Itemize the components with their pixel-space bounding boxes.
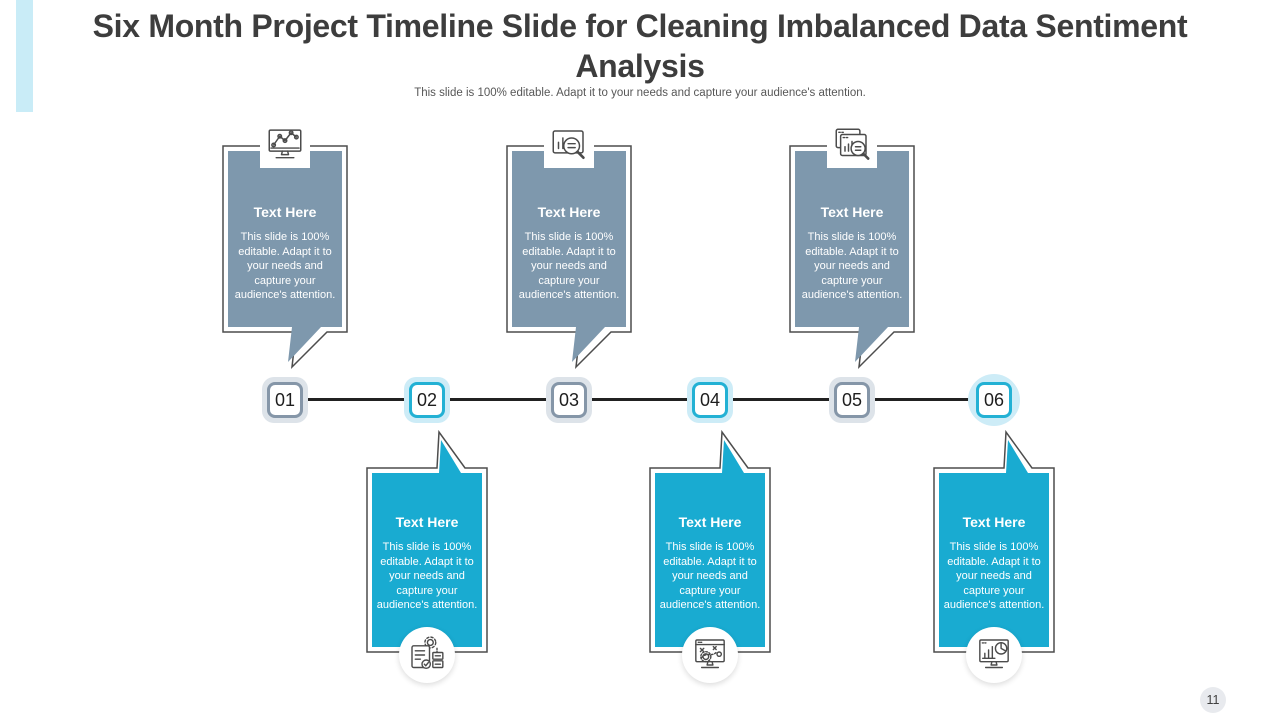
page-number-badge: 11	[1200, 687, 1226, 713]
slide-title: Six Month Project Timeline Slide for Cle…	[92, 8, 1188, 84]
report-search-icon	[552, 129, 585, 159]
speech-bubble-shape	[506, 145, 632, 370]
callout-01[interactable]: Text Here This slide is 100% editable. A…	[222, 120, 348, 370]
callout-body: This slide is 100% editable. Adapt it to…	[518, 231, 620, 302]
browser-analytics-search-icon	[835, 128, 870, 160]
callout-title: Text Here	[678, 514, 742, 530]
timeline-node-03[interactable]: 03	[546, 377, 592, 423]
callout-body: This slide is 100% editable. Adapt it to…	[801, 231, 903, 302]
node-number: 01	[267, 382, 303, 418]
callout-body: This slide is 100% editable. Adapt it to…	[943, 541, 1045, 612]
dashboard-monitor-icon	[979, 639, 1009, 669]
node-number: 06	[976, 382, 1012, 418]
callout-body: This slide is 100% editable. Adapt it to…	[659, 541, 761, 612]
callout-02[interactable]: Text Here This slide is 100% editable. A…	[366, 430, 488, 685]
monitor-line-chart-icon	[268, 128, 302, 158]
callout-title: Text Here	[820, 204, 884, 220]
callout-03[interactable]: Text Here This slide is 100% editable. A…	[506, 120, 632, 370]
speech-bubble-shape	[222, 145, 348, 370]
timeline-node-05[interactable]: 05	[829, 377, 875, 423]
speech-bubble-shape	[933, 430, 1055, 653]
callout-title: Text Here	[537, 204, 601, 220]
timeline-connector-line	[285, 398, 994, 401]
strategy-monitor-icon	[695, 639, 725, 669]
node-number: 03	[551, 382, 587, 418]
callout-body: This slide is 100% editable. Adapt it to…	[376, 541, 478, 612]
speech-bubble-shape	[789, 145, 915, 370]
callout-05[interactable]: Text Here This slide is 100% editable. A…	[789, 120, 915, 370]
slide-subtitle: This slide is 100% editable. Adapt it to…	[414, 87, 866, 99]
callout-06[interactable]: Text Here This slide is 100% editable. A…	[933, 430, 1055, 685]
speech-bubble-shape	[366, 430, 488, 653]
timeline-node-01[interactable]: 01	[262, 377, 308, 423]
node-number: 04	[692, 382, 728, 418]
node-number: 05	[834, 382, 870, 418]
timeline-node-02[interactable]: 02	[404, 377, 450, 423]
callout-body: This slide is 100% editable. Adapt it to…	[234, 231, 336, 302]
accent-bar	[16, 0, 33, 112]
timeline-node-04[interactable]: 04	[687, 377, 733, 423]
callout-04[interactable]: Text Here This slide is 100% editable. A…	[649, 430, 771, 685]
node-number: 02	[409, 382, 445, 418]
timeline-node-06[interactable]: 06	[968, 374, 1020, 426]
callout-title: Text Here	[253, 204, 317, 220]
document-gear-checklist-icon	[411, 636, 444, 670]
callout-title: Text Here	[395, 514, 459, 530]
speech-bubble-shape	[649, 430, 771, 653]
callout-title: Text Here	[962, 514, 1026, 530]
